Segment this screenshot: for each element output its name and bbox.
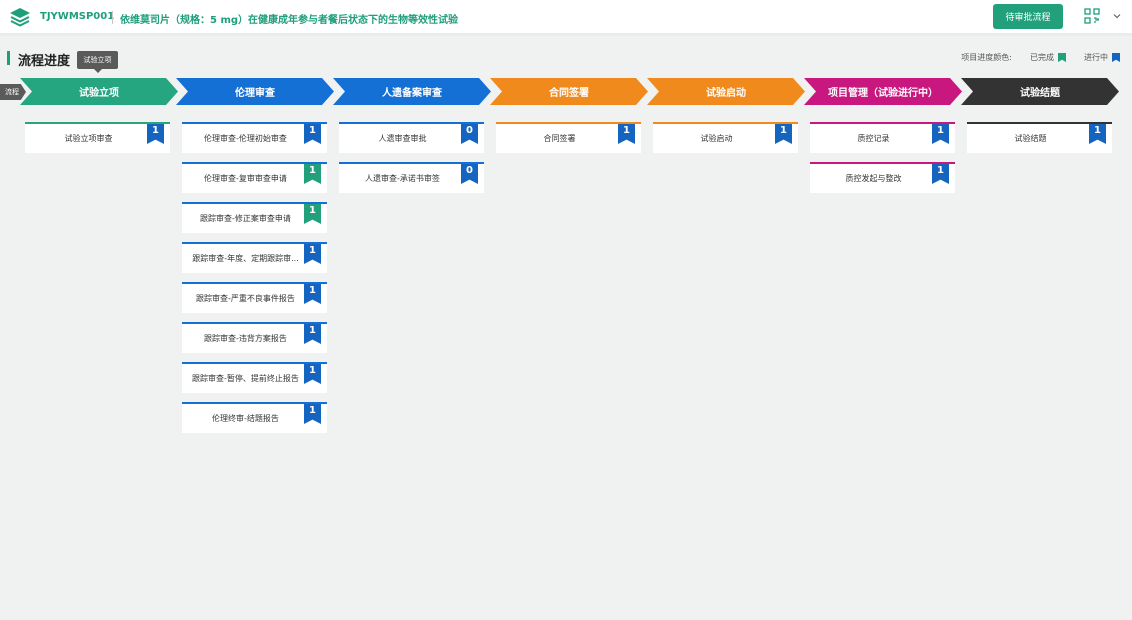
project-code: TJYWMSP001: [40, 11, 115, 22]
count-flag-badge: 1: [1089, 124, 1106, 144]
stage-3[interactable]: 合同签署: [490, 78, 648, 105]
stage-label: 合同签署: [549, 88, 589, 99]
count-flag-badge: 1: [304, 284, 321, 304]
stage-label: 伦理审查: [235, 88, 275, 99]
stage-label: 人遗备案审查: [382, 88, 442, 99]
task-card[interactable]: 跟踪审查-年度、定期跟踪审...1: [182, 242, 327, 273]
stage-2[interactable]: 人遗备案审查: [333, 78, 491, 105]
project-title: 依维莫司片（规格：5 mg）在健康成年参与者餐后状态下的生物等效性试验: [120, 15, 459, 26]
stage-label: 项目管理（试验进行中）: [828, 88, 938, 99]
count-flag-badge: 1: [932, 164, 949, 184]
count-flag-badge: 1: [147, 124, 164, 144]
count-flag-badge: 1: [618, 124, 635, 144]
done-flag-icon: [1058, 53, 1066, 62]
stage-tooltip: 试验立项: [77, 51, 118, 73]
title-accent-bar: [7, 51, 10, 65]
stage-label: 试验立项: [79, 88, 119, 99]
count-flag-badge: 1: [304, 244, 321, 264]
count-flag-badge: 1: [304, 124, 321, 144]
legend-label: 项目进度颜色:: [961, 53, 1012, 62]
top-bar: TJYWMSP001 依维莫司片（规格：5 mg）在健康成年参与者餐后状态下的生…: [0, 0, 1132, 36]
legend-in-progress-label: 进行中: [1084, 53, 1108, 62]
count-flag-badge: 1: [932, 124, 949, 144]
chevron-down-icon[interactable]: [1112, 11, 1122, 21]
count-flag-badge: 1: [304, 204, 321, 224]
in-progress-flag-icon: [1112, 53, 1120, 62]
stage-label: 试验结题: [1020, 88, 1060, 99]
flow-tag: 流程: [0, 84, 26, 100]
stage-0[interactable]: 试验立项: [20, 78, 178, 105]
progress-legend: 项目进度颜色: 已完成 进行中: [961, 52, 1120, 63]
pending-approval-button[interactable]: 待审批流程: [993, 4, 1063, 29]
qr-scan-icon[interactable]: [1084, 8, 1100, 24]
count-flag-badge: 1: [304, 364, 321, 384]
layers-logo-icon: [10, 8, 30, 27]
stage-5[interactable]: 项目管理（试验进行中）: [804, 78, 962, 105]
stage-label: 试验启动: [706, 88, 746, 99]
stage-6[interactable]: 试验结题: [961, 78, 1119, 105]
count-flag-badge: 0: [461, 164, 478, 184]
count-flag-badge: 1: [304, 324, 321, 344]
panel-title: 流程进度: [18, 54, 71, 69]
count-flag-badge: 1: [775, 124, 792, 144]
count-flag-badge: 1: [304, 404, 321, 424]
stage-4[interactable]: 试验启动: [647, 78, 805, 105]
count-flag-badge: 1: [304, 164, 321, 184]
stage-1[interactable]: 伦理审查: [176, 78, 334, 105]
header-divider: [112, 11, 113, 24]
count-flag-badge: 0: [461, 124, 478, 144]
legend-done-label: 已完成: [1030, 53, 1054, 62]
